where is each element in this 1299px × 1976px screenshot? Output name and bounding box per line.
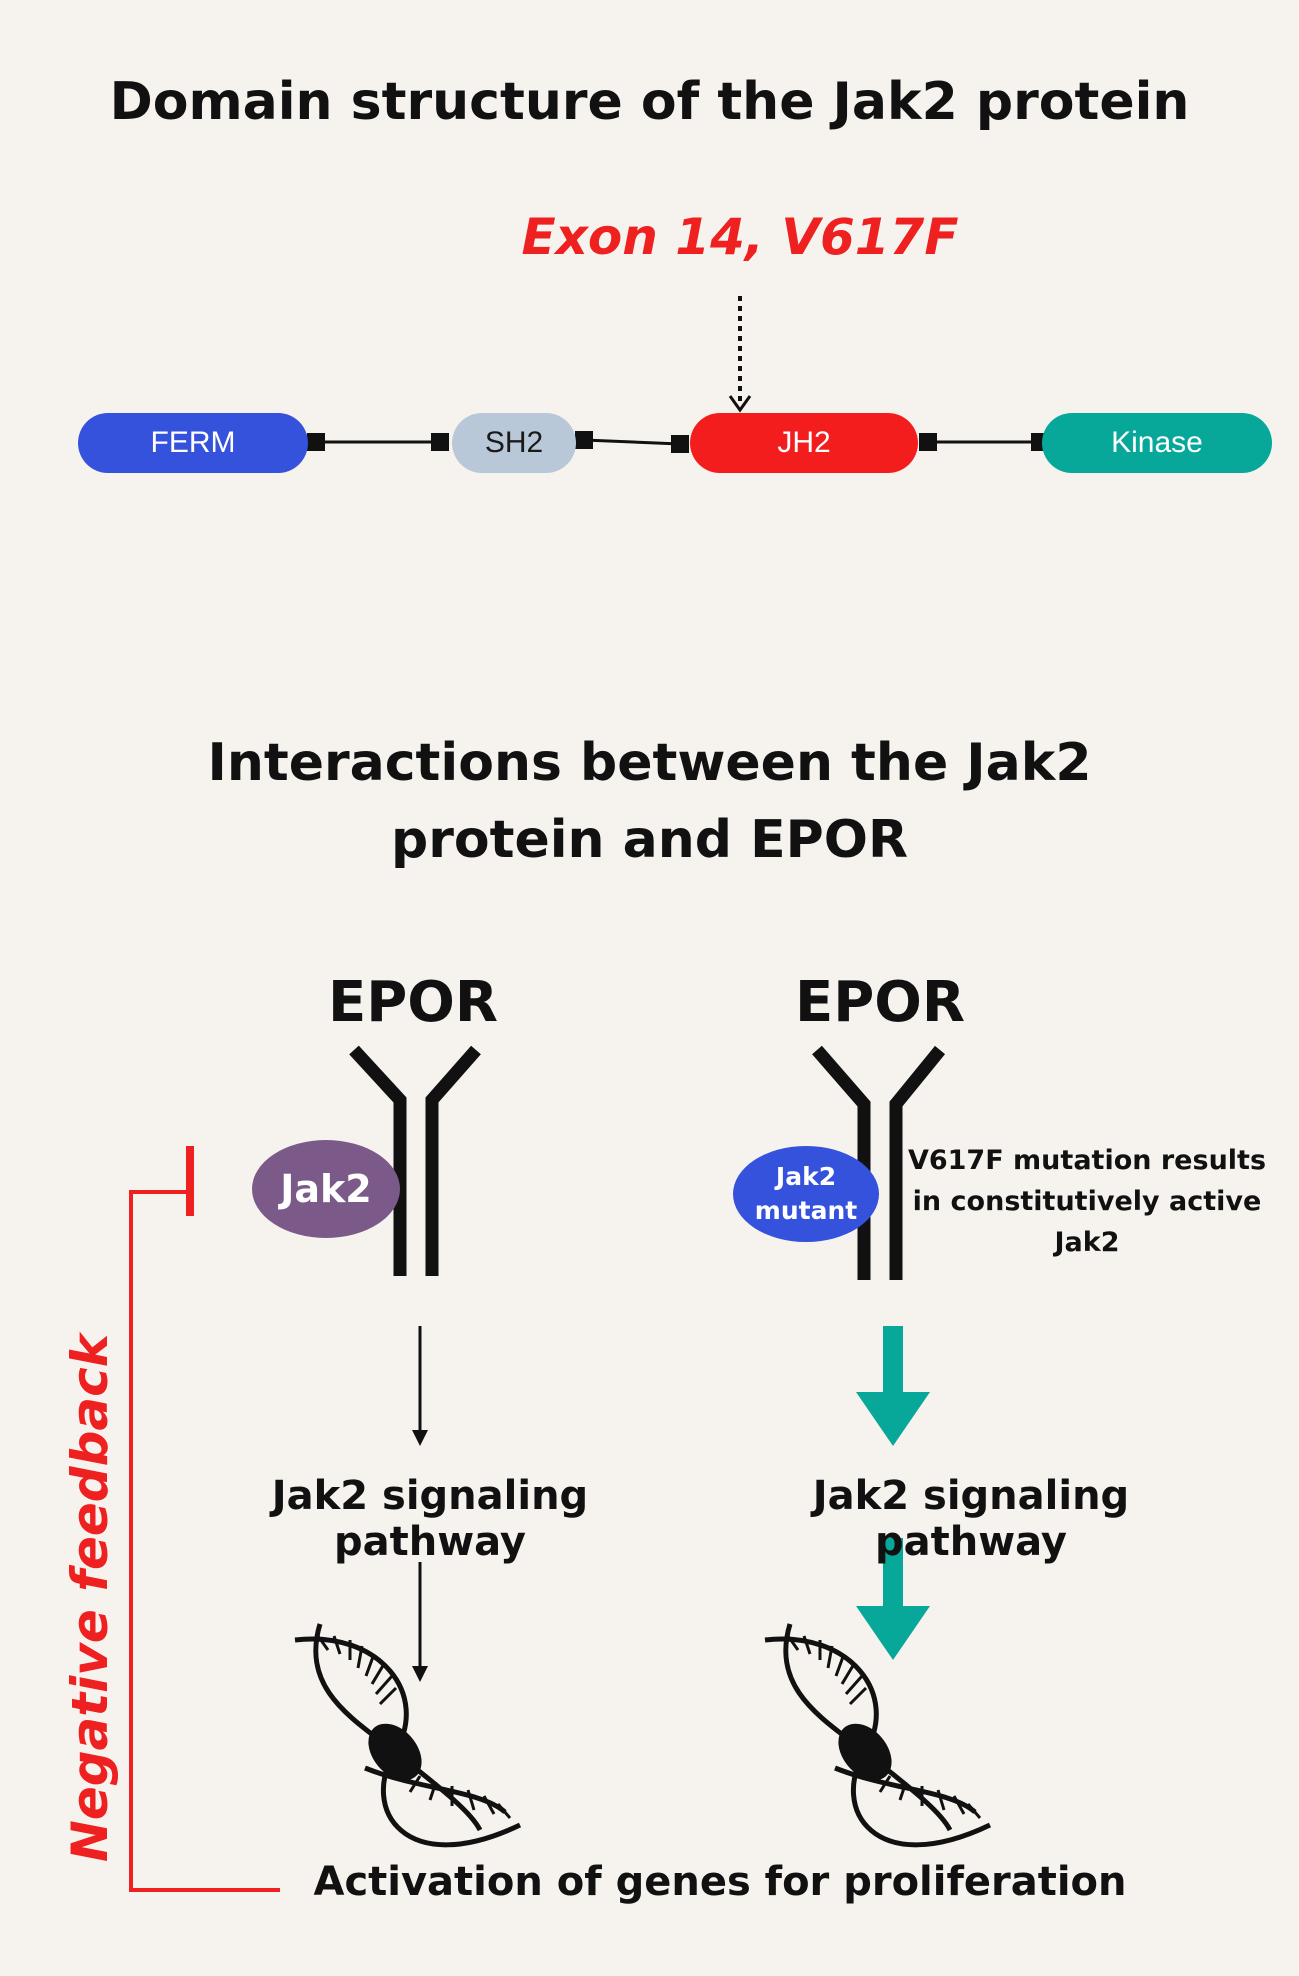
- mutation-note-line2: in constitutively active: [912, 1186, 1262, 1217]
- gene-activation-label: Activation of genes for proliferation: [313, 1859, 1127, 1905]
- negative-feedback-bracket: [129, 1190, 280, 1892]
- mutation-note: V617F mutation results in constitutively…: [887, 1140, 1287, 1263]
- jak2-protein: Jak2: [252, 1140, 400, 1238]
- teal-arrow-receptor-to-pathway: [856, 1326, 930, 1446]
- negative-feedback-label: Negative feedback: [61, 1333, 119, 1863]
- mutation-note-line3: Jak2: [1054, 1227, 1120, 1258]
- arrow-head: [412, 1430, 428, 1446]
- dna-rungs-left: [316, 1635, 512, 1819]
- linker-node: [671, 435, 689, 453]
- epor-label-right: EPOR: [794, 970, 966, 1035]
- dna-middle-fill-left: [368, 1723, 422, 1781]
- linker-sh2-jh2: [583, 438, 681, 446]
- domain-sh2: SH2: [452, 413, 576, 473]
- mutation-label: Exon 14, V617F: [521, 208, 959, 266]
- interactions-title-line2: protein and EPOR: [391, 810, 908, 870]
- linker-node: [307, 433, 325, 451]
- dna-middle-fill-right: [838, 1723, 892, 1781]
- pathway-label-left: Jak2 signaling pathway: [271, 1473, 589, 1565]
- arrow-head: [412, 1666, 428, 1682]
- domain-ferm: FERM: [78, 413, 308, 473]
- interactions-title-line1: Interactions between the Jak2: [207, 733, 1092, 793]
- mutation-note-line1: V617F mutation results: [907, 1145, 1267, 1176]
- jak2-mutant-label-line1: Jak2: [775, 1162, 837, 1191]
- pathway-label-right: Jak2 signaling pathway: [812, 1473, 1130, 1565]
- domain-kinase: Kinase: [1042, 413, 1272, 473]
- jak2-mutant-label-line2: mutant: [754, 1196, 858, 1225]
- linker-node: [431, 433, 449, 451]
- linker-node: [919, 433, 937, 451]
- domain-jh2: JH2: [690, 413, 918, 473]
- jak2-mutant-protein: Jak2 mutant: [733, 1146, 879, 1242]
- teal-arrow-pathway-to-genes: [856, 1538, 930, 1660]
- epor-receptor-left: [349, 1045, 481, 1276]
- mutation-pointer-head: [728, 395, 752, 413]
- domain-structure-title: Domain structure of the Jak2 protein: [109, 72, 1190, 132]
- linker-node: [575, 431, 593, 449]
- epor-label-left: EPOR: [327, 970, 499, 1035]
- dna-rungs-right: [786, 1635, 982, 1819]
